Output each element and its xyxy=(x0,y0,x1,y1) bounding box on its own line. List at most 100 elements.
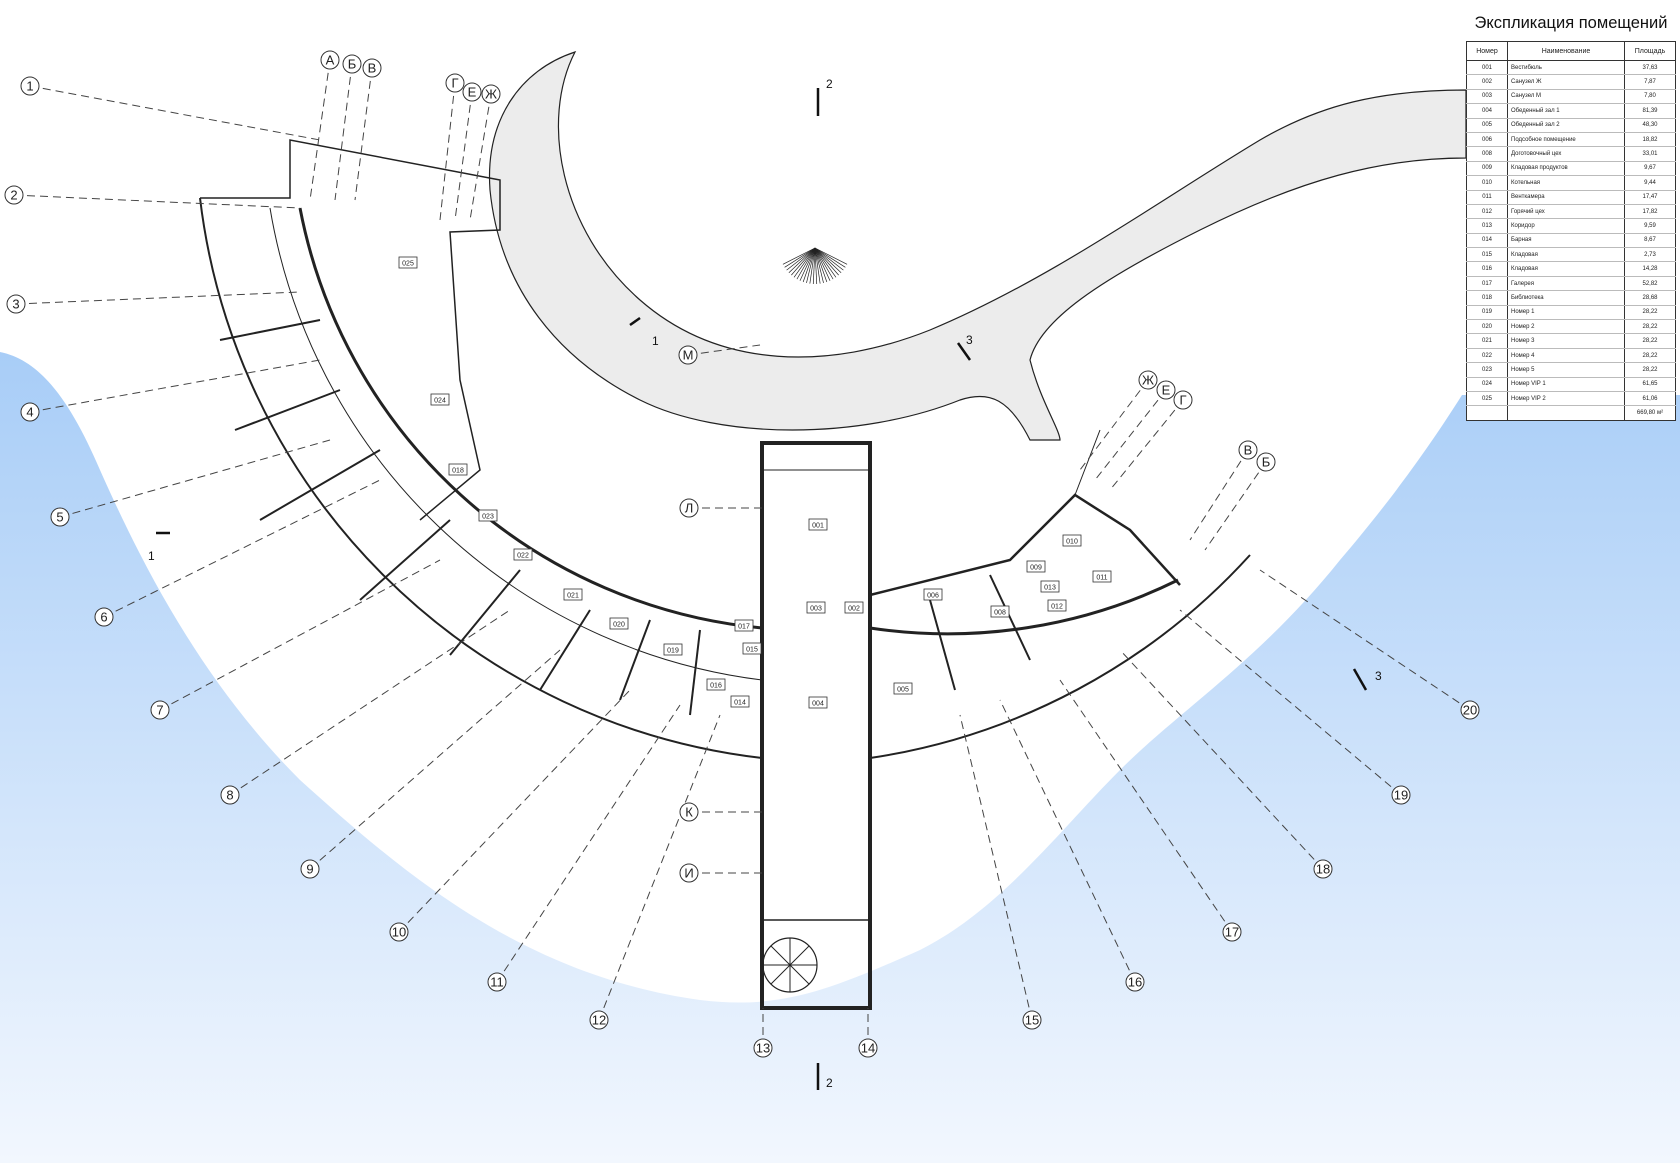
axis-bubble-17-label: 17 xyxy=(1225,925,1239,940)
cell-name: Галерея xyxy=(1507,276,1625,292)
axis-bubble-19: 19 xyxy=(1179,609,1411,805)
axis-bubble-5: 5 xyxy=(50,439,331,527)
cell-area: 9,67 xyxy=(1624,161,1676,177)
ring-inner-wall xyxy=(298,207,763,630)
cell-number: 002 xyxy=(1466,74,1508,90)
cell-number: 001 xyxy=(1466,60,1508,76)
room-tag-label: 006 xyxy=(927,593,939,600)
cell-number: 009 xyxy=(1466,161,1508,177)
cell-number: 020 xyxy=(1466,319,1508,335)
room-tag-012: 012 xyxy=(1047,599,1067,612)
section-mark-1: 1 xyxy=(148,531,170,563)
cell-area: 28,68 xyxy=(1624,290,1676,306)
room-tag-013: 013 xyxy=(1040,580,1060,593)
cell-number: 025 xyxy=(1466,391,1508,407)
room-tag-label: 001 xyxy=(812,523,824,530)
axis-bubble-9-label: 9 xyxy=(306,862,313,877)
section-mark-2: 1 xyxy=(629,316,659,348)
room-tag-010: 010 xyxy=(1062,534,1082,547)
axis-bubble-12: 12 xyxy=(589,714,721,1030)
cell-number: 013 xyxy=(1466,218,1508,234)
section-mark-label: 2 xyxy=(826,77,833,91)
cell-area: 14,28 xyxy=(1624,261,1676,277)
cell-number: 004 xyxy=(1466,103,1508,119)
cell-name: Венткамера xyxy=(1507,190,1625,205)
cell-area: 61,65 xyxy=(1624,377,1676,392)
room-tag-label: 014 xyxy=(734,700,746,707)
room-explication: Экспликация помещений Номер Наименование… xyxy=(1466,14,1676,421)
cell-area: 17,47 xyxy=(1624,190,1676,205)
cell-area: 28,22 xyxy=(1624,319,1676,335)
cell-number: 023 xyxy=(1466,362,1508,378)
axis-bubble-11: 11 xyxy=(487,704,681,992)
cell-total-area: 669,80 м² xyxy=(1624,405,1676,421)
cell-number: 003 xyxy=(1466,89,1508,105)
axis-bubble-left-1: А xyxy=(309,50,340,201)
room-tag-014: 014 xyxy=(730,695,750,708)
axis-bubble-right-5: Б xyxy=(1204,452,1276,551)
cell-name: Номер 2 xyxy=(1507,319,1625,335)
cell-name: Библиотека xyxy=(1507,290,1625,306)
cell-area: 8,67 xyxy=(1624,233,1676,249)
axis-bubble-5-label: 5 xyxy=(56,510,63,525)
axis-bubble-right-1-label: Ж xyxy=(1142,373,1154,388)
cell-area: 61,06 xyxy=(1624,391,1676,407)
axis-bubble-6-label: 6 xyxy=(100,610,107,625)
axis-bubble-1-label: 1 xyxy=(26,79,33,94)
room-tag-label: 008 xyxy=(994,610,1006,617)
axis-bubble-center-2: Л xyxy=(679,498,762,518)
axis-bubble-center-3-label: К xyxy=(685,805,693,820)
spiral-staircase xyxy=(762,937,818,993)
cell-number: 024 xyxy=(1466,377,1508,392)
cell-area: 28,22 xyxy=(1624,348,1676,364)
room-tag-002: 002 xyxy=(844,601,864,614)
axis-bubble-3-label: 3 xyxy=(12,297,19,312)
axis-bubble-center-4-label: И xyxy=(684,866,693,881)
section-mark-label: 1 xyxy=(148,549,155,563)
axis-bubble-18-label: 18 xyxy=(1316,862,1330,877)
room-tag-016: 016 xyxy=(706,678,726,691)
room-tag-label: 005 xyxy=(897,687,909,694)
room-tag-label: 015 xyxy=(746,647,758,654)
room-tag-022: 022 xyxy=(513,548,533,561)
cell-name: Барная xyxy=(1507,233,1625,249)
axis-bubble-right-2-label: Е xyxy=(1162,383,1171,398)
room-tag-009: 009 xyxy=(1026,560,1046,573)
room-tag-020: 020 xyxy=(609,617,629,630)
room-tag-011: 011 xyxy=(1092,570,1112,583)
room-tag-label: 010 xyxy=(1066,539,1078,546)
water-area xyxy=(0,352,1680,1163)
room-tag-025: 025 xyxy=(398,256,418,269)
axis-bubble-right-5-label: Б xyxy=(1262,455,1271,470)
cell-area: 9,44 xyxy=(1624,175,1676,191)
section-mark-5: 3 xyxy=(956,333,973,361)
axis-bubble-left-2-label: Б xyxy=(348,57,357,72)
driveway xyxy=(488,50,1467,441)
axis-bubble-10-label: 10 xyxy=(392,925,406,940)
room-tag-023: 023 xyxy=(478,509,498,522)
cell-name: Номер 3 xyxy=(1507,333,1625,349)
cell-area: 52,82 xyxy=(1624,276,1676,292)
axis-bubble-left-4: Г xyxy=(439,73,465,221)
cell-number: 011 xyxy=(1466,190,1508,205)
room-tag-label: 021 xyxy=(567,593,579,600)
cell-area: 2,73 xyxy=(1624,247,1676,263)
cell-total-empty xyxy=(1507,405,1625,421)
cell-total-empty xyxy=(1466,405,1508,421)
cell-area: 37,63 xyxy=(1624,60,1676,76)
ring-outer-wall xyxy=(199,197,763,759)
cell-number: 005 xyxy=(1466,118,1508,133)
